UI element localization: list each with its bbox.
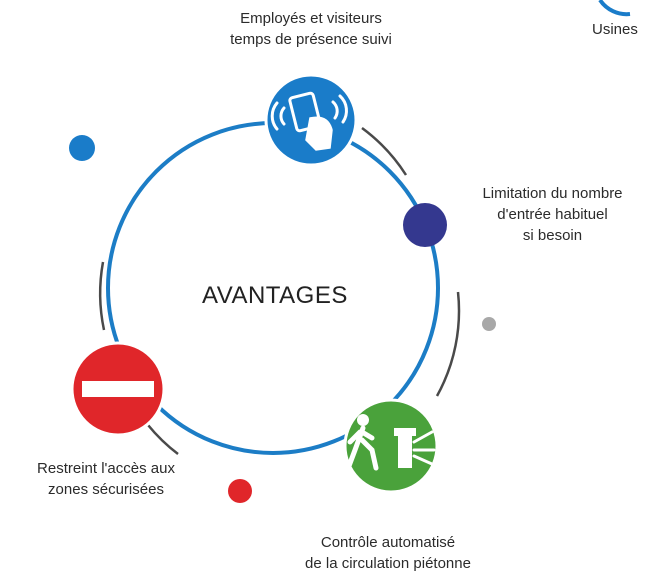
tracking-node	[264, 73, 358, 167]
usines-label: Usines	[592, 21, 638, 38]
label-restrict: Restreint l'accès aux zones sécurisées	[37, 460, 175, 498]
outer-arc-bottom-left	[147, 424, 179, 455]
limitation-node	[403, 203, 447, 247]
pedestrian-turnstile-icon	[346, 414, 436, 471]
center-title: AVANTAGES	[202, 282, 348, 309]
outer-arc-right	[435, 291, 461, 397]
label-limitation: Limitation du nombre d'entrée habituel s…	[482, 185, 623, 244]
blue-dot	[69, 135, 95, 161]
restrict-node	[70, 341, 166, 437]
grey-dot	[482, 317, 496, 331]
usines-circle-fragment	[598, 0, 631, 17]
label-control: Contrôle automatisé de la circulation pi…	[305, 534, 471, 572]
outer-arc-top-right	[361, 126, 408, 176]
contactless-card-icon	[270, 91, 348, 151]
outer-arc-left	[98, 261, 106, 331]
label-tracking: Employés et visiteurs temps de présence …	[230, 10, 392, 48]
control-node	[343, 398, 439, 494]
no-entry-icon	[82, 381, 154, 397]
red-dot	[228, 479, 252, 503]
